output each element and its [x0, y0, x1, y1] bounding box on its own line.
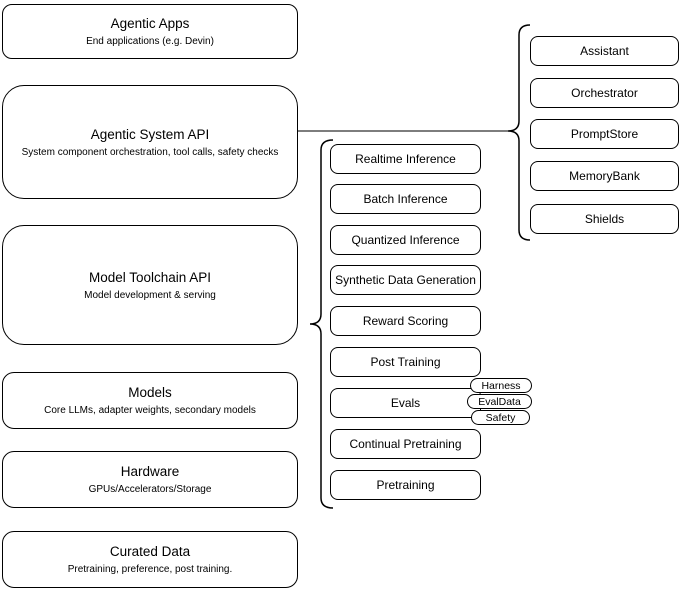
node-label: Batch Inference: [363, 192, 448, 206]
node-hardware: Hardware GPUs/Accelerators/Storage: [2, 451, 298, 508]
tag-label: Safety: [485, 411, 516, 424]
node-memorybank: MemoryBank: [530, 161, 679, 191]
node-label: Reward Scoring: [362, 314, 449, 328]
node-title: Curated Data: [109, 544, 191, 559]
node-label: Realtime Inference: [355, 152, 456, 166]
components-brace: [507, 24, 531, 241]
node-pretraining: Pretraining: [330, 470, 481, 500]
node-title: Hardware: [120, 464, 180, 479]
node-label: MemoryBank: [569, 169, 640, 183]
node-agentic-apps: Agentic Apps End applications (e.g. Devi…: [2, 4, 298, 59]
node-label: Shields: [584, 212, 625, 226]
node-label: Pretraining: [376, 478, 435, 492]
node-model-toolchain-api: Model Toolchain API Model development & …: [2, 225, 298, 345]
node-shields: Shields: [530, 204, 679, 234]
node-orchestrator: Orchestrator: [530, 78, 679, 108]
node-synthetic-data-generation: Synthetic Data Generation: [330, 265, 481, 295]
node-reward-scoring: Reward Scoring: [330, 306, 481, 336]
node-subtitle: Model development & serving: [84, 289, 216, 301]
node-batch-inference: Batch Inference: [330, 184, 481, 214]
node-subtitle: System component orchestration, tool cal…: [21, 146, 279, 158]
node-subtitle: End applications (e.g. Devin): [86, 36, 214, 47]
node-title: Agentic System API: [90, 126, 210, 142]
node-quantized-inference: Quantized Inference: [330, 225, 481, 255]
node-label: Quantized Inference: [351, 233, 460, 247]
node-models: Models Core LLMs, adapter weights, secon…: [2, 372, 298, 429]
node-label: Synthetic Data Generation: [335, 273, 476, 287]
node-continual-pretraining: Continual Pretraining: [330, 429, 481, 459]
toolchain-brace: [309, 139, 334, 509]
node-post-training: Post Training: [330, 347, 481, 377]
node-label: Orchestrator: [571, 86, 638, 100]
node-label: Continual Pretraining: [349, 437, 462, 451]
node-curated-data: Curated Data Pretraining, preference, po…: [2, 531, 298, 588]
node-title: Model Toolchain API: [88, 269, 212, 285]
node-subtitle: GPUs/Accelerators/Storage: [88, 484, 212, 495]
node-evals: Evals: [330, 388, 481, 418]
node-title: Agentic Apps: [110, 16, 190, 31]
node-label: Evals: [390, 396, 421, 410]
node-subtitle: Pretraining, preference, post training.: [67, 564, 233, 575]
tag-label: EvalData: [478, 395, 521, 408]
node-subtitle: Core LLMs, adapter weights, secondary mo…: [44, 405, 256, 416]
tag-label: Harness: [481, 379, 521, 392]
node-promptstore: PromptStore: [530, 119, 679, 149]
tag-harness: Harness: [470, 378, 532, 393]
node-realtime-inference: Realtime Inference: [330, 144, 481, 174]
node-label: PromptStore: [570, 127, 639, 141]
node-agentic-system-api: Agentic System API System component orch…: [2, 85, 298, 199]
node-title: Models: [128, 385, 172, 400]
tag-safety: Safety: [471, 410, 530, 425]
node-label: Assistant: [580, 44, 629, 58]
tag-evaldata: EvalData: [467, 394, 532, 409]
node-assistant: Assistant: [530, 36, 679, 66]
node-label: Post Training: [370, 355, 441, 369]
